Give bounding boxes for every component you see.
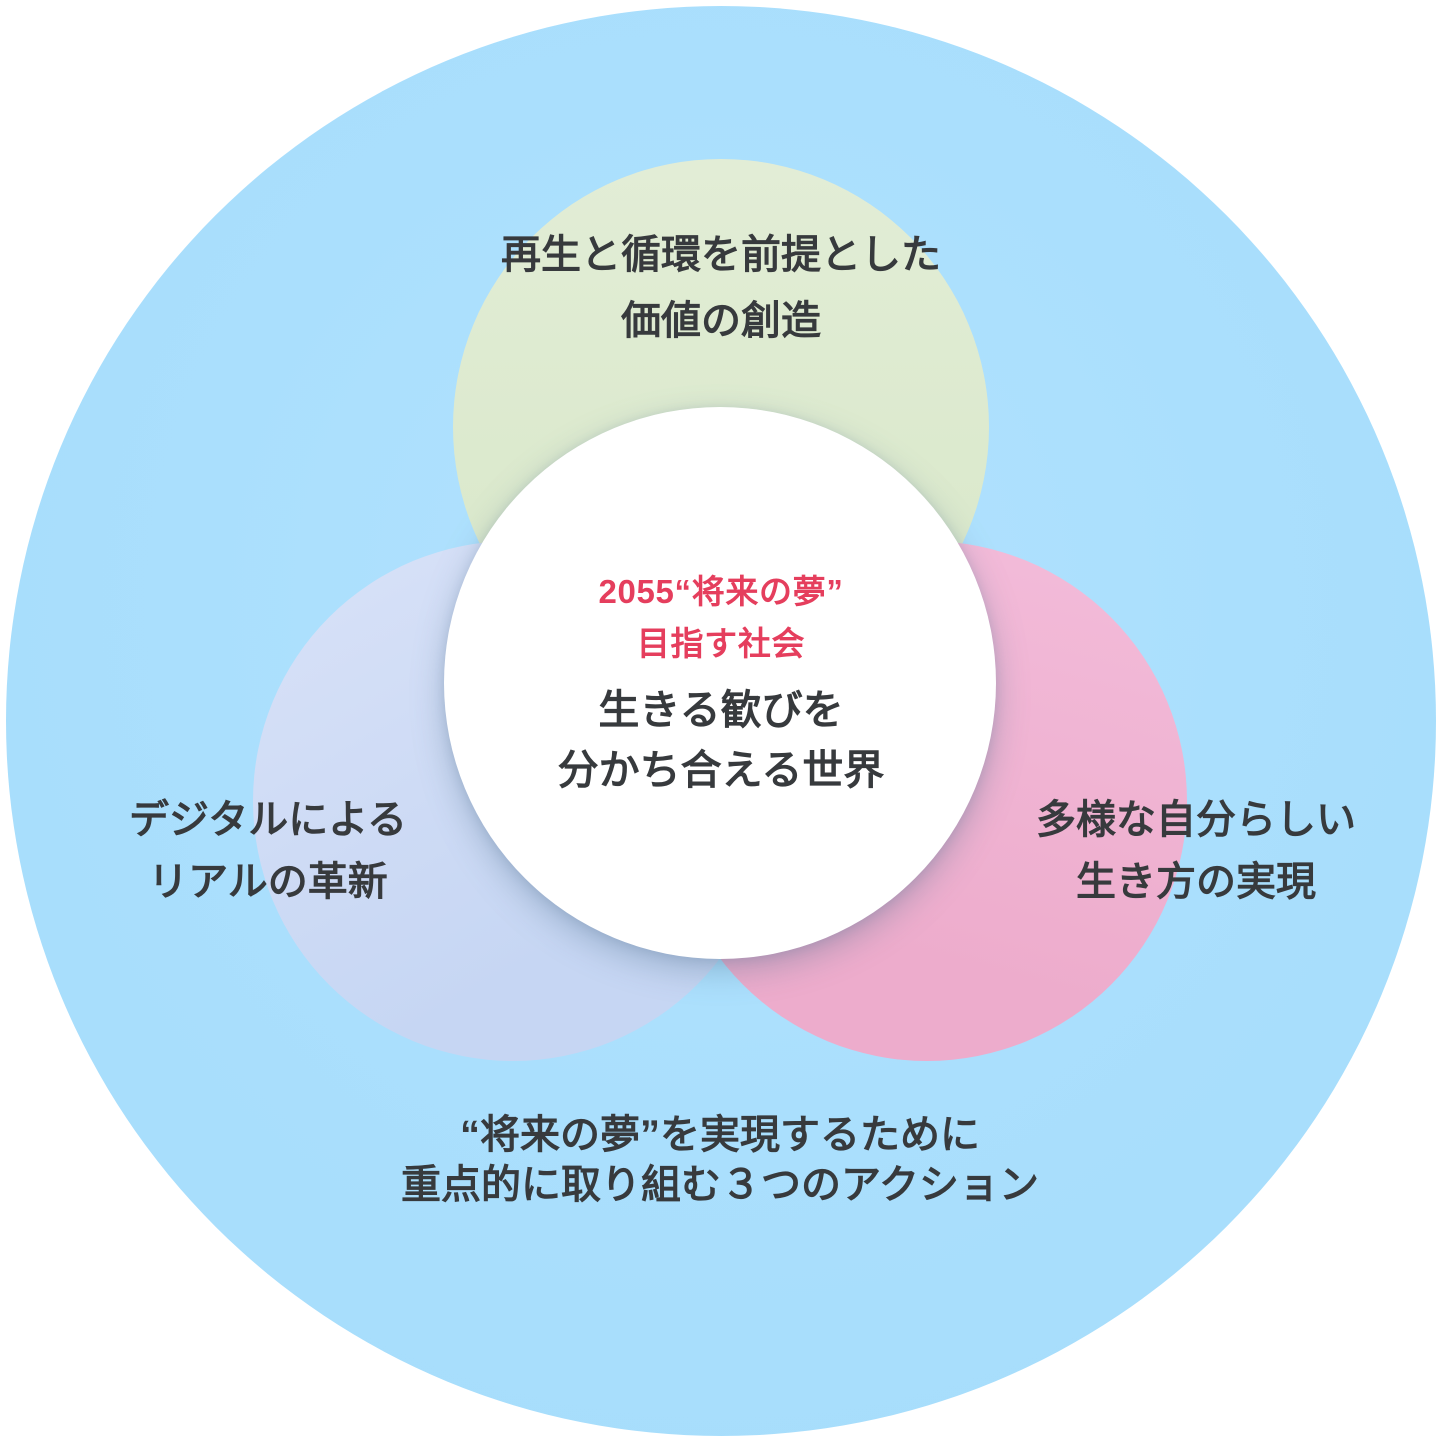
center-body-line2: 分かち合える世界 — [557, 747, 885, 793]
left-circle-label: デジタルによる リアルの革新 — [129, 789, 407, 913]
right-circle-label: 多様な自分らしい 生き方の実現 — [1036, 789, 1356, 913]
left-circle-label-line1: デジタルによる — [129, 798, 407, 842]
top-circle-label: 再生と循環を前提とした 価値の創造 — [501, 222, 941, 354]
bottom-caption: “将来の夢”を実現するために 重点的に取り組む３つのアクション — [401, 1110, 1039, 1210]
top-circle-label-line1: 再生と循環を前提とした — [501, 233, 941, 277]
left-circle-label-line2: リアルの革新 — [148, 860, 388, 904]
center-body-line1: 生きる歓びを — [598, 687, 844, 733]
bottom-caption-line1: “将来の夢”を実現するために — [460, 1113, 980, 1157]
center-heading: 2055“将来の夢” 目指す社会 — [558, 566, 885, 670]
right-circle-label-line1: 多様な自分らしい — [1036, 798, 1356, 842]
bottom-caption-line2: 重点的に取り組む３つのアクション — [401, 1163, 1039, 1207]
center-circle-label: 2055“将来の夢” 目指す社会 生きる歓びを 分かち合える世界 — [558, 566, 885, 800]
top-circle-label-line2: 価値の創造 — [621, 299, 821, 343]
center-body: 生きる歓びを 分かち合える世界 — [558, 680, 885, 800]
center-heading-line1: 2055“将来の夢” — [598, 573, 844, 610]
right-circle-label-line2: 生き方の実現 — [1076, 860, 1316, 904]
center-heading-line2: 目指す社会 — [636, 625, 806, 662]
center-white-circle — [444, 407, 996, 959]
